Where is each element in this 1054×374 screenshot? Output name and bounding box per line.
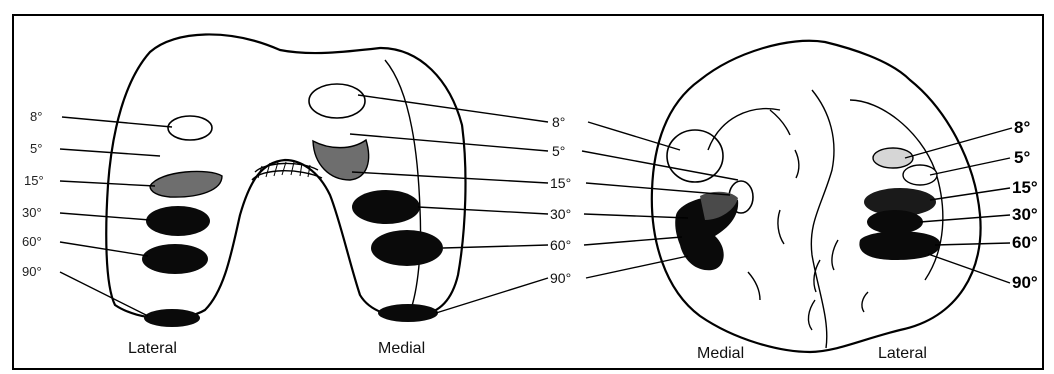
angle-label: 60° (550, 237, 571, 253)
angle-label: 5° (1014, 148, 1030, 167)
contact-area-30 (867, 210, 923, 234)
contact-area-60 (371, 230, 443, 266)
angle-label: 30° (550, 206, 571, 222)
angle-label: 8° (30, 109, 42, 124)
angle-label: 15° (24, 173, 44, 188)
patella-drawing (582, 41, 1012, 352)
contact-area-60 (859, 231, 940, 260)
angle-label: 30° (1012, 205, 1038, 224)
contact-area-8 (168, 116, 212, 140)
angle-label: 90° (1012, 273, 1038, 292)
caption-femur-medial: Medial (378, 340, 425, 357)
angle-label: 30° (22, 205, 42, 220)
angle-label: 60° (22, 234, 42, 249)
contact-area-30 (146, 206, 210, 236)
angle-label: 90° (22, 264, 42, 279)
femur-drawing (60, 34, 548, 327)
angle-label: 15° (1012, 178, 1038, 197)
angle-label: 5° (552, 143, 565, 159)
contact-area-30 (352, 190, 420, 224)
angle-label: 15° (550, 175, 571, 191)
contact-area-90 (144, 309, 200, 327)
caption-femur-lateral: Lateral (128, 340, 177, 357)
contact-area-8 (309, 84, 365, 118)
angle-label: 90° (550, 270, 571, 286)
caption-patella-medial: Medial (697, 345, 744, 362)
angle-label: 60° (1012, 233, 1038, 252)
angle-label: 8° (1014, 118, 1030, 137)
caption-patella-lateral: Lateral (878, 345, 927, 362)
angle-label: 8° (552, 114, 565, 130)
femur-outline (106, 34, 465, 318)
contact-area-90 (378, 304, 438, 322)
angle-label: 5° (30, 141, 42, 156)
contact-area-60 (142, 244, 208, 274)
